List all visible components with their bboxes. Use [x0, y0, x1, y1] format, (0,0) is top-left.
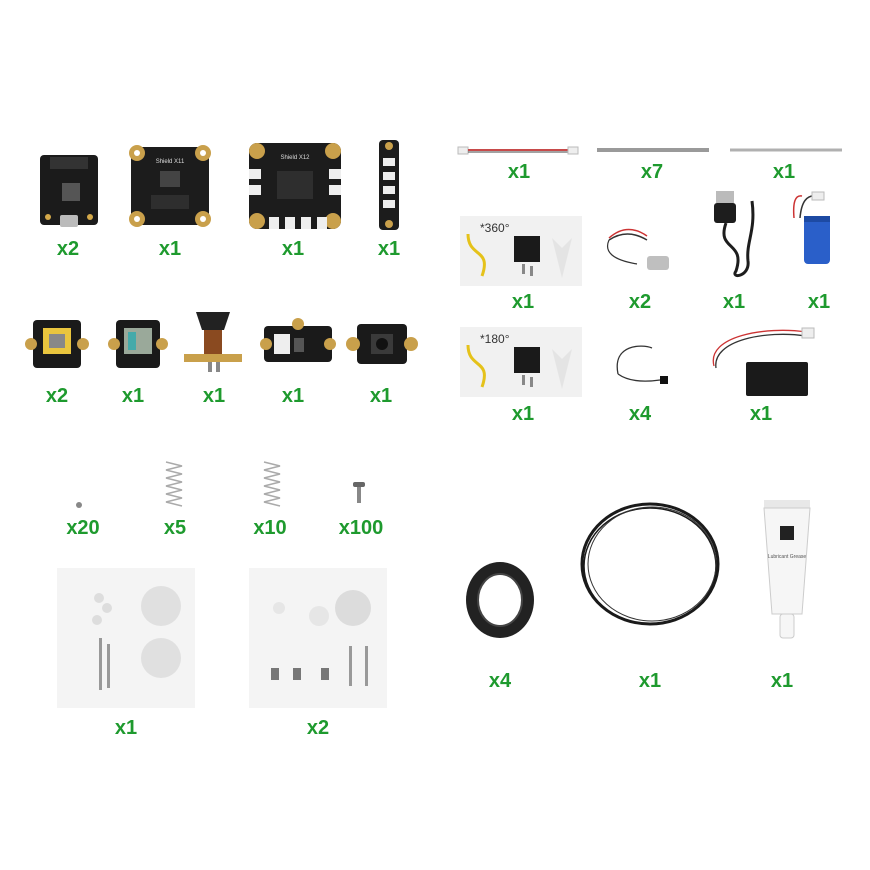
gear-kit-a-image	[92, 586, 181, 690]
shield-x11-image: Shield X11	[129, 145, 211, 227]
shield-x12-image: Shield X12	[249, 143, 341, 229]
qty-spring-short: x5	[163, 517, 187, 539]
qty-cable-long: x1	[772, 161, 796, 183]
servo-360-label: *360°	[480, 221, 510, 235]
qty-battery: x1	[807, 291, 831, 313]
usb-charger-image	[714, 191, 755, 278]
button-module-image	[346, 324, 418, 364]
battery-image	[792, 191, 830, 264]
gear-kit-b-image	[271, 590, 371, 686]
qty-thumbstick: x1	[121, 385, 145, 407]
qty-gear-kit-a: x1	[114, 717, 138, 739]
tire-image	[466, 562, 534, 638]
qty-screws-tiny: x20	[66, 517, 100, 539]
qty-tire: x4	[488, 670, 512, 692]
qty-adapter-board: x1	[281, 385, 305, 407]
servo-180-label: *180°	[480, 332, 510, 346]
qty-servo-180: x1	[511, 403, 535, 425]
shield-x11-label: Shield X11	[156, 159, 185, 165]
qty-joystick: x2	[45, 385, 69, 407]
screws-m-image	[353, 482, 365, 503]
qty-screws-m: x100	[338, 517, 384, 539]
screws-tiny-image	[76, 502, 82, 508]
grease-label: Lubricant Grease	[768, 554, 807, 560]
wire-coil-image	[580, 502, 720, 626]
led-wire-image	[616, 345, 668, 384]
spring-long-image	[263, 461, 281, 507]
cable-short-image	[457, 146, 579, 155]
spring-short-image	[165, 461, 183, 507]
motor-image	[607, 228, 669, 270]
qty-wire-coil: x1	[638, 670, 662, 692]
qty-led-wire: x4	[628, 403, 652, 425]
qty-cable-grey: x7	[640, 161, 664, 183]
grease-tube-image: Lubricant Grease	[763, 500, 811, 639]
led-strip-image	[379, 140, 399, 230]
qty-esp-board: x2	[56, 238, 80, 260]
qty-grease-tube: x1	[770, 670, 794, 692]
qty-gear-kit-b: x2	[306, 717, 330, 739]
thumbstick-image	[108, 320, 168, 368]
servo-360-image: *360°	[466, 221, 572, 278]
esp-board-image	[40, 155, 98, 227]
qty-shield-x12: x1	[281, 238, 305, 260]
cable-long-image	[730, 148, 842, 152]
toggle-switch-image	[184, 312, 242, 372]
gear-kit-b-panel	[249, 568, 387, 708]
qty-button-module: x1	[369, 385, 393, 407]
qty-spring-long: x10	[253, 517, 287, 539]
qty-battery-box: x1	[749, 403, 773, 425]
qty-motor: x2	[628, 291, 652, 313]
battery-box-image	[712, 327, 815, 396]
servo-180-image: *180°	[466, 332, 572, 389]
qty-shield-x11: x1	[158, 238, 182, 260]
adapter-board-image	[260, 318, 336, 362]
qty-usb-charger: x1	[722, 291, 746, 313]
qty-cable-short: x1	[507, 161, 531, 183]
shield-x12-label: Shield X12	[280, 155, 310, 161]
cable-grey-image	[597, 148, 709, 152]
joystick-image	[25, 320, 89, 368]
qty-toggle-switch: x1	[202, 385, 226, 407]
qty-led-strip: x1	[377, 238, 401, 260]
qty-servo-360: x1	[511, 291, 535, 313]
